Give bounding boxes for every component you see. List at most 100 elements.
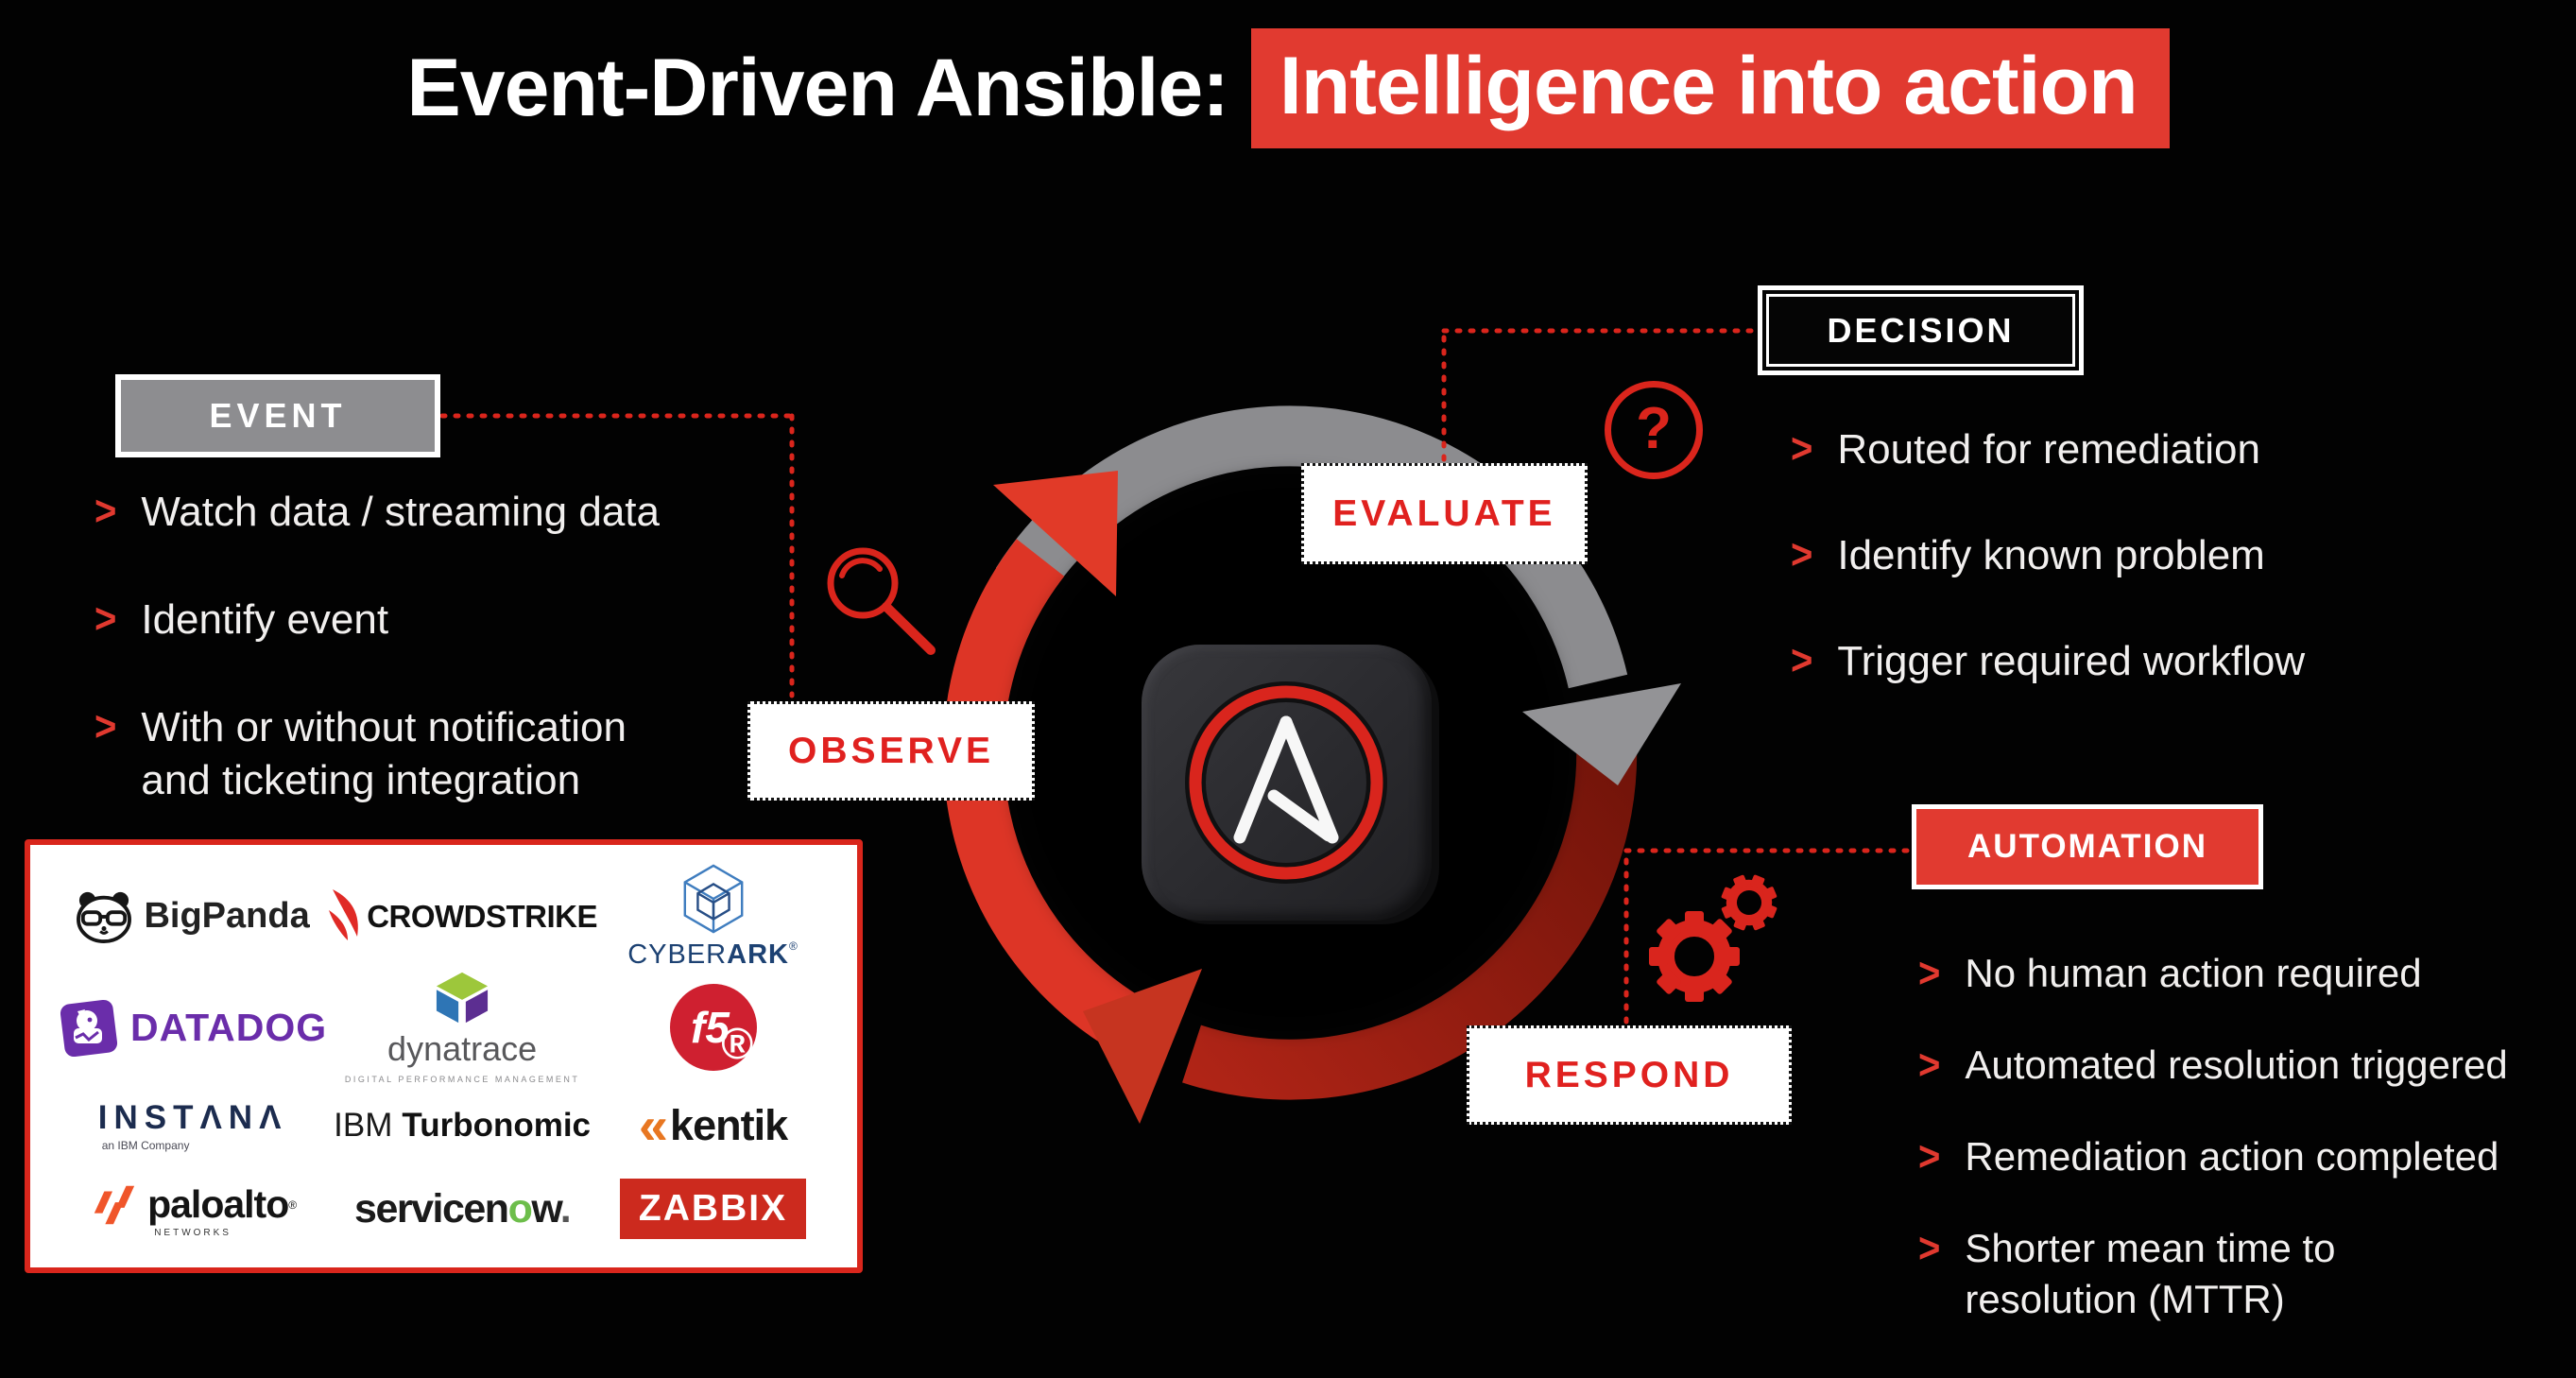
chevron-bullet-icon: >	[1791, 425, 1813, 473]
question-mark-glyph: ?	[1636, 395, 1672, 461]
instana-wordmark: INSTΛNΛ	[97, 1099, 288, 1136]
bigpanda-panda-icon	[77, 891, 132, 943]
chevron-bullet-icon: >	[1918, 1133, 1941, 1180]
kentik-chevrons-icon: «	[638, 1094, 668, 1155]
paloalto-slashes-icon	[94, 1185, 135, 1224]
chevron-bullet-icon: >	[94, 703, 117, 750]
cyberark-word-light: CYBER	[627, 939, 728, 970]
datadog-wordmark: DATADOG	[130, 1005, 328, 1049]
gears-icon	[1649, 874, 1777, 1002]
automation-bullet-1: > No human action required	[1918, 948, 2523, 999]
servicenow-part2: w	[531, 1185, 561, 1232]
logo-paloalto: paloalto ® NETWORKS	[89, 1180, 297, 1238]
chevron-bullet-icon: >	[94, 595, 117, 643]
respond-text: RESPOND	[1524, 1054, 1734, 1095]
title-highlight-text: Intelligence into action	[1250, 28, 2170, 148]
partner-logo-panel: BigPanda CROWDSTRIKE	[25, 839, 863, 1273]
respond-automation-connector	[1623, 848, 1911, 1025]
bullet-text: With or without notification and ticketi…	[141, 704, 627, 804]
automation-stage-label: AUTOMATION	[1967, 828, 2207, 865]
decision-stage-label: DECISION	[1827, 310, 2015, 350]
datadog-dog-icon	[60, 999, 118, 1058]
paloalto-wordmark: paloalto	[147, 1182, 289, 1226]
title-plain-text: Event-Driven Ansible:	[406, 43, 1228, 133]
servicenow-part1: servicen	[354, 1185, 509, 1232]
page-title: Event-Driven Ansible: Intelligence into …	[0, 28, 2576, 148]
chevron-bullet-icon: >	[1791, 637, 1813, 684]
f5-wordmark: f5	[691, 1003, 730, 1052]
event-stage-label: EVENT	[209, 396, 347, 435]
decision-stage-box: DECISION	[1758, 285, 2084, 375]
evaluate-text: EVALUATE	[1332, 492, 1556, 534]
observe-text: OBSERVE	[787, 730, 994, 771]
red-arrowhead-bottom-icon	[1083, 969, 1202, 1124]
dynatrace-cube-icon	[437, 972, 489, 1024]
logo-bigpanda: BigPanda	[76, 890, 310, 943]
crowdstrike-wordmark: CROWDSTRIKE	[367, 898, 598, 934]
paloalto-row: paloalto ®	[89, 1180, 297, 1230]
zabbix-wordmark: ZABBIX	[638, 1188, 788, 1229]
bullet-text: Identify event	[141, 596, 389, 643]
bullet-text: Identify known problem	[1837, 532, 2265, 578]
magnifier-icon	[827, 547, 936, 655]
logo-crowdstrike: CROWDSTRIKE	[327, 887, 598, 946]
gray-arrowhead-icon	[1522, 683, 1681, 785]
logo-ibm-turbonomic: IBM Turbonomic	[334, 1107, 591, 1145]
instana-tagline: an IBM Company	[101, 1139, 190, 1152]
turbonomic-wordmark: Turbonomic	[402, 1107, 592, 1144]
chevron-bullet-icon: >	[1918, 950, 1941, 997]
bigpanda-wordmark: BigPanda	[144, 896, 310, 936]
ansible-a-icon	[1185, 681, 1387, 884]
event-bullet-1: > Watch data / streaming data	[94, 486, 699, 539]
logo-zabbix: ZABBIX	[619, 1179, 807, 1239]
chevron-bullet-icon: >	[1918, 1225, 1941, 1272]
logo-kentik: « kentik	[638, 1094, 788, 1155]
paloalto-tagline: NETWORKS	[154, 1227, 232, 1238]
zabbix-red-box: ZABBIX	[619, 1179, 807, 1239]
automation-bullet-3: > Remediation action completed	[1918, 1131, 2523, 1182]
crowdstrike-falcon-icon	[329, 888, 359, 940]
cyberark-cube-icon	[683, 864, 743, 934]
f5-circle-icon: f5 ®	[669, 984, 757, 1071]
decision-bullet-3: > Trigger required workflow	[1791, 635, 2452, 688]
registered-mark: ®	[720, 1019, 753, 1068]
servicenow-wordmark: servicenow.	[354, 1185, 572, 1232]
chevron-bullet-icon: >	[1918, 1042, 1941, 1089]
logo-f5: f5 ®	[669, 984, 757, 1071]
dynatrace-tagline: DIGITAL PERFORMANCE MANAGEMENT	[344, 1075, 580, 1084]
decision-bullet-1: > Routed for remediation	[1791, 423, 2452, 476]
bullet-text: Watch data / streaming data	[141, 489, 661, 535]
respond-step-label: RESPOND	[1467, 1025, 1792, 1125]
automation-bullet-2: > Automated resolution triggered	[1918, 1040, 2523, 1091]
dynatrace-wordmark: dynatrace	[387, 1029, 538, 1068]
event-observe-connector	[439, 413, 795, 698]
chevron-bullet-icon: >	[1791, 531, 1813, 578]
logo-instana: INSTΛNΛ an IBM Company	[98, 1099, 288, 1152]
chevron-bullet-icon: >	[94, 488, 117, 535]
bullet-text: Trigger required workflow	[1837, 638, 2306, 684]
kentik-wordmark: kentik	[670, 1101, 788, 1149]
cyberark-wordmark: CYBERARK®	[627, 939, 799, 971]
decision-bullet-2: > Identify known problem	[1791, 529, 2452, 582]
bullet-text: Automated resolution triggered	[1965, 1042, 2508, 1087]
bullet-text: Shorter mean time to resolution (MTTR)	[1965, 1226, 2336, 1321]
ibm-wordmark: IBM	[334, 1107, 393, 1144]
red-arrowhead-top-icon	[993, 471, 1118, 596]
registered-mark: ®	[788, 939, 799, 953]
servicenow-green-o: o	[507, 1185, 533, 1232]
event-bullet-3: > With or without notification and ticke…	[94, 701, 671, 808]
bullet-text: No human action required	[1965, 951, 2422, 995]
registered-mark: ®	[288, 1197, 298, 1212]
event-stage-box: EVENT	[115, 374, 440, 457]
ansible-logo-badge	[1142, 645, 1432, 921]
evaluate-step-label: EVALUATE	[1301, 463, 1588, 564]
bullet-text: Remediation action completed	[1965, 1134, 2499, 1179]
logo-datadog: DATADOG	[59, 996, 327, 1059]
logo-cyberark: CYBERARK®	[627, 862, 799, 971]
question-mark-icon: ?	[1605, 381, 1703, 479]
evaluate-decision-connector	[1441, 328, 1757, 462]
logo-servicenow: servicenow.	[354, 1185, 572, 1232]
event-bullet-2: > Identify event	[94, 594, 699, 646]
servicenow-dot: .	[559, 1185, 572, 1232]
automation-bullet-4: > Shorter mean time to resolution (MTTR)	[1918, 1223, 2495, 1325]
